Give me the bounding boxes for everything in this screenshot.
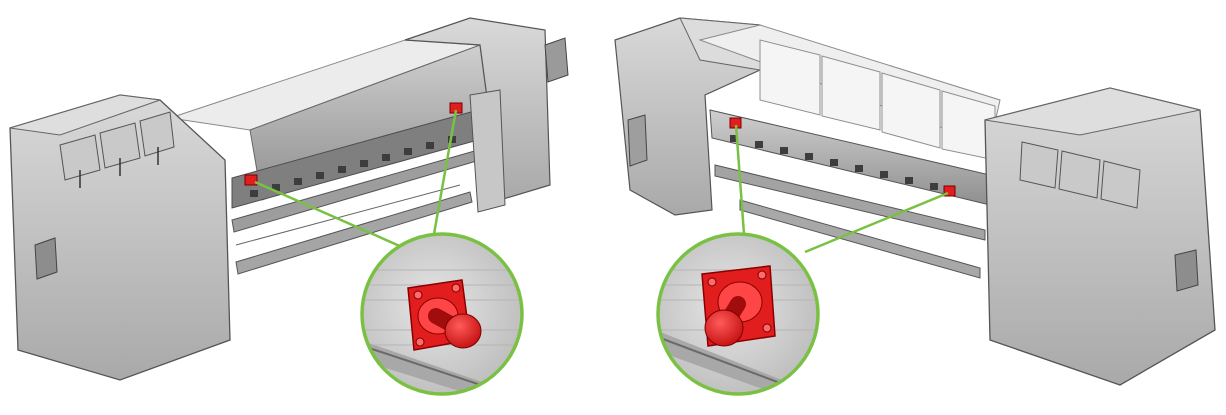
control-panel	[545, 38, 568, 82]
front-zoom-callout	[360, 234, 522, 410]
side-frame	[470, 90, 505, 212]
right-end-cabinet	[985, 88, 1215, 385]
emergency-stop-closeup	[702, 266, 775, 346]
rear-vent	[1175, 250, 1198, 291]
emergency-stop-button	[245, 175, 257, 185]
tower-panel	[628, 115, 647, 166]
rear-zoom-callout	[655, 234, 820, 410]
front-vent	[35, 238, 57, 279]
